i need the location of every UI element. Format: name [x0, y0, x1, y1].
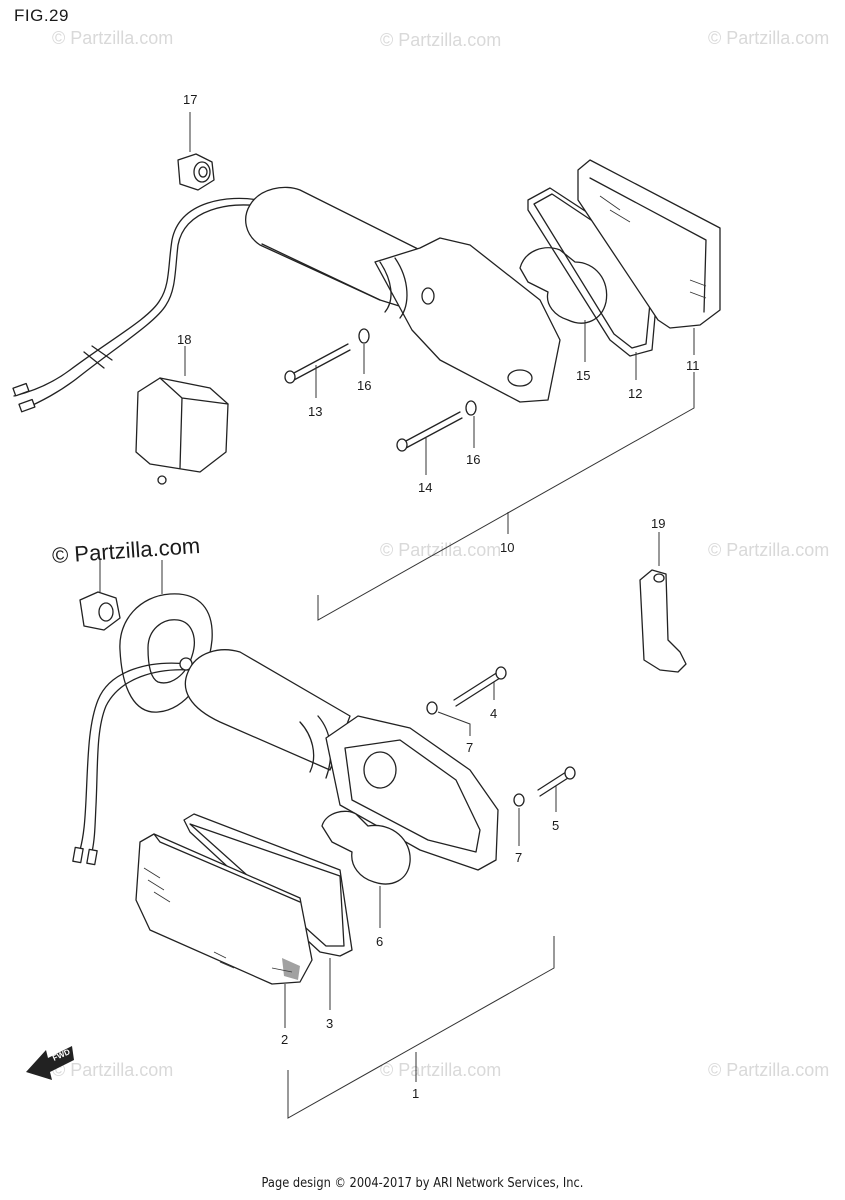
callout-2: 2 [281, 1032, 288, 1047]
screw-5 [537, 766, 576, 797]
lens-gasket-12 [527, 187, 661, 357]
wire-harness-upper [12, 197, 259, 413]
fwd-arrow-icon: FWD [26, 1046, 74, 1080]
turn-signal-housing-upper [245, 186, 561, 403]
figure-title: FIG.29 [14, 6, 69, 25]
watermark: © Partzilla.com [380, 30, 502, 50]
callout-12: 12 [628, 386, 642, 401]
callout-16b: 16 [466, 452, 480, 467]
watermark: © Partzilla.com [380, 1060, 502, 1080]
relay-18 [135, 377, 229, 485]
callout-1: 1 [412, 1086, 419, 1101]
callout-4: 4 [490, 706, 497, 721]
nut-7b [513, 793, 525, 807]
screw-13 [284, 343, 351, 384]
page-footer: Page design © 2004-2017 by ARI Network S… [261, 1176, 584, 1191]
lens-11 [577, 159, 721, 329]
nut-16b [465, 400, 477, 416]
watermark: © Partzilla.com [52, 1060, 174, 1080]
watermark: © Partzilla.com [708, 540, 830, 560]
bracket-1 [287, 936, 555, 1119]
callout-19: 19 [651, 516, 665, 531]
callout-15: 15 [576, 368, 590, 383]
callout-14: 14 [418, 480, 432, 495]
bracket-10 [317, 372, 695, 621]
grommet-nut-17 [177, 153, 215, 191]
callout-11: 11 [686, 358, 700, 373]
lens-2 [135, 833, 313, 985]
callout-16a: 16 [357, 378, 371, 393]
watermark: © Partzilla.com [708, 28, 830, 48]
callout-18: 18 [177, 332, 191, 347]
callout-3: 3 [326, 1016, 333, 1031]
wire-harness-lower [72, 657, 193, 866]
callout-17: 17 [183, 92, 197, 107]
screw-14 [396, 411, 463, 452]
callout-7a: 7 [466, 740, 473, 755]
bulb-15 [519, 247, 608, 324]
watermark: © Partzilla.com [708, 1060, 830, 1080]
bulb-6 [321, 810, 411, 885]
callout-6: 6 [376, 934, 383, 949]
callout-7b: 7 [515, 850, 522, 865]
nut-7a [426, 701, 438, 715]
bracket-plate-19 [639, 569, 687, 673]
nut-16 [358, 328, 370, 344]
screw-4 [453, 666, 507, 707]
callout-10: 10 [500, 540, 514, 555]
watermark: © Partzilla.com [380, 540, 502, 560]
callout-13: 13 [308, 404, 322, 419]
callout-5: 5 [552, 818, 559, 833]
watermark: © Partzilla.com [52, 28, 174, 48]
grommet-nut-lower [79, 591, 121, 631]
